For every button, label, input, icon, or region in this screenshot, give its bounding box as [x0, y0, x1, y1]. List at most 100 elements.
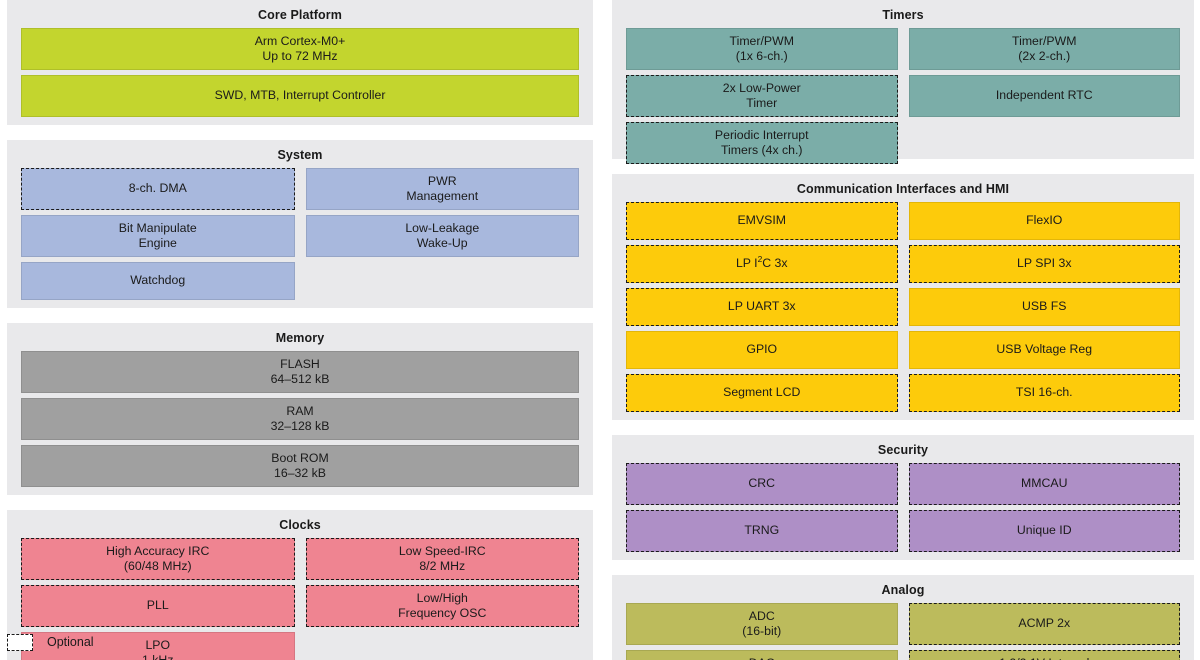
panel-title-timers: Timers	[882, 8, 924, 22]
block-line-1: Bit Manipulate	[118, 220, 197, 235]
dashed-square-icon	[7, 634, 33, 651]
legend-label: Optional	[47, 635, 94, 649]
block-periodic-interrupt-timers: Periodic Interrupt Timers (4x ch.)	[626, 122, 898, 164]
block-line-1: LP I2C 3x	[735, 254, 788, 271]
block-line-2: 16–32 kB	[274, 466, 326, 480]
panel-title-analog: Analog	[881, 583, 925, 597]
block-high-accuracy-irc: High Accuracy IRC (60/48 MHz)	[21, 538, 295, 580]
block-row: ADC (16-bit) DAC (12-bit) ACMP 2x 1.2/2.…	[612, 603, 1194, 660]
block-line-1: MMCAU	[1021, 476, 1068, 491]
block-line-1: TSI 16-ch.	[1015, 385, 1073, 400]
panel-title-core-platform: Core Platform	[258, 8, 342, 22]
block-row: FLASH 64–512 kB	[7, 351, 593, 393]
panel-security: Security CRC TRNG MMCAU Unique ID	[612, 435, 1194, 560]
block-line-1: FlexIO	[1026, 213, 1063, 228]
block-line-2: 1 kHz	[142, 653, 174, 660]
block-trng: TRNG	[626, 510, 898, 552]
clocks-right-stack: Low Speed-IRC 8/2 MHz Low/High Frequency…	[305, 538, 579, 660]
block-dac: DAC (12-bit)	[626, 650, 898, 660]
block-line-1: EMVSIM	[737, 213, 786, 228]
block-line-1: USB Voltage Reg	[996, 342, 1093, 357]
panel-title-system: System	[277, 148, 323, 162]
block-line-1: RAM	[286, 403, 314, 418]
block-8ch-dma: 8-ch. DMA	[21, 168, 295, 210]
block-line-1: Timer/PWM	[729, 33, 794, 48]
block-line-2: (2x 2-ch.)	[1018, 49, 1071, 63]
block-line-2: 8/2 MHz	[419, 559, 466, 573]
block-pll: PLL	[21, 585, 295, 627]
block-internal-voltage-reference: 1.2/2.1V Internal Voltage Reference	[908, 650, 1180, 660]
security-right-stack: MMCAU Unique ID	[908, 463, 1180, 552]
block-segment-lcd: Segment LCD	[626, 374, 898, 412]
block-line-2: Wake-Up	[416, 236, 468, 250]
block-unique-id: Unique ID	[908, 510, 1180, 552]
block-line-1: GPIO	[746, 342, 778, 357]
block-low-high-frequency-osc: Low/High Frequency OSC	[305, 585, 579, 627]
left-column: Core Platform Arm Cortex-M0+ Up to 72 MH…	[7, 0, 593, 660]
block-line-2: (1x 6-ch.)	[735, 49, 788, 63]
block-line-1: Boot ROM	[271, 450, 329, 465]
block-low-speed-irc: Low Speed-IRC 8/2 MHz	[305, 538, 579, 580]
block-line-1: Low/High	[416, 590, 468, 605]
block-mmcau: MMCAU	[908, 463, 1180, 505]
block-line-1: 1.2/2.1V Internal	[999, 656, 1089, 660]
block-line-1: High Accuracy IRC	[106, 543, 210, 558]
block-line-1: DAC	[749, 656, 775, 660]
block-line-1: ACMP 2x	[1018, 616, 1071, 631]
comm-right-stack: FlexIO LP SPI 3x USB FS USB Voltage Reg …	[908, 202, 1180, 412]
block-line-2: Frequency OSC	[398, 606, 487, 620]
block-row: EMVSIM LP I2C 3x LP UART 3x GPIO Segment…	[612, 202, 1194, 412]
block-line-1: Independent RTC	[995, 88, 1093, 103]
block-emvsim: EMVSIM	[626, 202, 898, 240]
block-line-1: Timer/PWM	[1012, 33, 1077, 48]
block-adc: ADC (16-bit)	[626, 603, 898, 645]
panel-clocks: Clocks High Accuracy IRC (60/48 MHz) PLL…	[7, 510, 593, 660]
clocks-left-stack: High Accuracy IRC (60/48 MHz) PLL LPO 1 …	[21, 538, 295, 660]
block-line-1: Low-Leakage	[405, 220, 480, 235]
panel-analog: Analog ADC (16-bit) DAC (12-bit) ACMP 2x	[612, 575, 1194, 660]
block-tsi-16ch: TSI 16-ch.	[908, 374, 1180, 412]
block-arm-cortex-m0: Arm Cortex-M0+ Up to 72 MHz	[21, 28, 579, 70]
block-line-2: (16-bit)	[742, 624, 782, 638]
block-row: SWD, MTB, Interrupt Controller	[7, 75, 593, 117]
block-pwr-management: PWR Management	[305, 168, 579, 210]
block-line-1: USB FS	[1022, 299, 1067, 314]
block-line-2: Engine	[138, 236, 177, 250]
block-line-1: Unique ID	[1016, 523, 1072, 538]
block-line-1: PWR	[427, 173, 457, 188]
block-timer-pwm-2x-2ch: Timer/PWM (2x 2-ch.)	[908, 28, 1180, 70]
block-acmp-2x: ACMP 2x	[908, 603, 1180, 645]
block-line-1: CRC	[748, 476, 776, 491]
block-line-2: Up to 72 MHz	[262, 49, 338, 63]
block-flash: FLASH 64–512 kB	[21, 351, 579, 393]
block-2x-low-power-timer: 2x Low-Power Timer	[626, 75, 898, 117]
timers-right-stack: Timer/PWM (2x 2-ch.) Independent RTC	[908, 28, 1180, 117]
block-watchdog: Watchdog	[21, 262, 295, 300]
block-bit-manipulate-engine: Bit Manipulate Engine	[21, 215, 295, 257]
panel-title-clocks: Clocks	[279, 518, 321, 532]
block-row: Arm Cortex-M0+ Up to 72 MHz	[7, 28, 593, 70]
block-line-1: 8-ch. DMA	[128, 181, 187, 196]
block-line-1: Watchdog	[130, 273, 186, 288]
block-line-1: ADC	[748, 608, 775, 623]
block-line-1: SWD, MTB, Interrupt Controller	[214, 88, 386, 103]
panel-timers: Timers Timer/PWM (1x 6-ch.) 2x Low-Power…	[612, 0, 1194, 164]
block-independent-rtc: Independent RTC	[908, 75, 1180, 117]
block-row: 8-ch. DMA Bit Manipulate Engine Watchdog…	[7, 168, 593, 300]
block-line-1: Segment LCD	[723, 385, 801, 400]
panel-title-memory: Memory	[275, 331, 325, 345]
right-column: Timers Timer/PWM (1x 6-ch.) 2x Low-Power…	[612, 0, 1194, 660]
system-right-stack: PWR Management Low-Leakage Wake-Up	[305, 168, 579, 300]
timers-left-stack: Timer/PWM (1x 6-ch.) 2x Low-Power Timer …	[626, 28, 898, 164]
analog-left-stack: ADC (16-bit) DAC (12-bit)	[626, 603, 898, 660]
block-row: CRC TRNG MMCAU Unique ID	[612, 463, 1194, 552]
block-line-2: Management	[406, 189, 479, 203]
block-crc: CRC	[626, 463, 898, 505]
block-usb-voltage-reg: USB Voltage Reg	[908, 331, 1180, 369]
legend: Optional	[7, 634, 94, 651]
block-timer-pwm-1x-6ch: Timer/PWM (1x 6-ch.)	[626, 28, 898, 70]
block-boot-rom: Boot ROM 16–32 kB	[21, 445, 579, 487]
panel-system: System 8-ch. DMA Bit Manipulate Engine W…	[7, 140, 593, 308]
block-line-1: LP UART 3x	[727, 299, 796, 314]
